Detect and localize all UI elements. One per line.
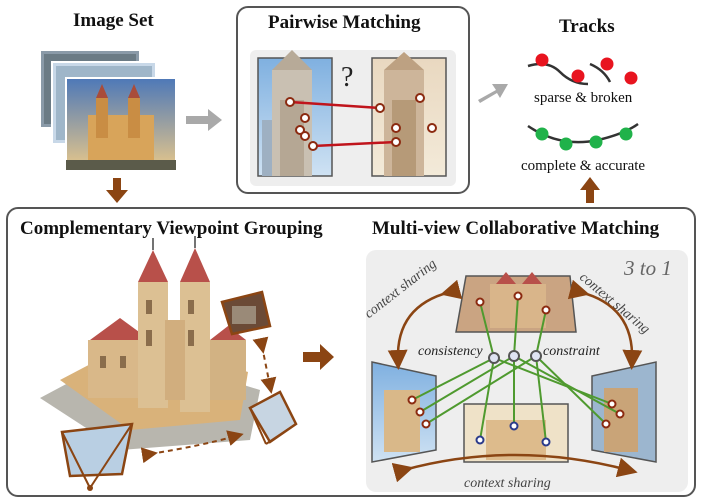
context-arrow-left — [387, 279, 463, 370]
question-mark: ? — [341, 62, 354, 93]
collab-title: Multi-view Collaborative Matching — [372, 218, 660, 239]
sparse-broken-label: sparse & broken — [534, 90, 633, 106]
context-sharing-bottom: context sharing — [464, 476, 551, 491]
context-arrow-bottom — [391, 453, 638, 483]
collab-green-lines — [411, 295, 621, 443]
church-3d-model — [40, 236, 260, 450]
collab-keypoints — [407, 291, 625, 429]
arrow-down-grouping — [106, 178, 128, 203]
constraint-label: constraint — [543, 344, 600, 359]
tracks-title: Tracks — [559, 16, 615, 37]
pairwise-title: Pairwise Matching — [268, 12, 421, 33]
pairwise-keypoints — [285, 93, 437, 151]
pairwise-left-image — [257, 50, 333, 177]
complete-accurate-label: complete & accurate — [521, 158, 646, 174]
grouping-title: Complementary Viewpoint Grouping — [20, 218, 323, 239]
consistency-label: consistency — [418, 344, 483, 359]
image-stack — [39, 49, 177, 171]
collab-bottom-view — [463, 403, 569, 463]
collab-consensus-nodes — [488, 350, 542, 364]
camera-right — [248, 390, 298, 445]
camera-bottom-left — [60, 422, 134, 491]
image-set-title: Image Set — [73, 10, 154, 31]
context-arrow-right — [567, 279, 643, 370]
camera-top-right — [220, 290, 272, 336]
arrow-to-tracks — [478, 84, 508, 103]
collab-left-view — [371, 361, 437, 463]
ratio-label: 3 to 1 — [624, 256, 672, 280]
sparse-track — [527, 53, 638, 86]
arrow-to-collab — [303, 344, 334, 370]
complete-track — [527, 122, 639, 151]
arrow-to-pairwise — [186, 109, 222, 131]
pairwise-right-image — [371, 52, 447, 177]
arrow-up-tracks — [580, 177, 600, 203]
